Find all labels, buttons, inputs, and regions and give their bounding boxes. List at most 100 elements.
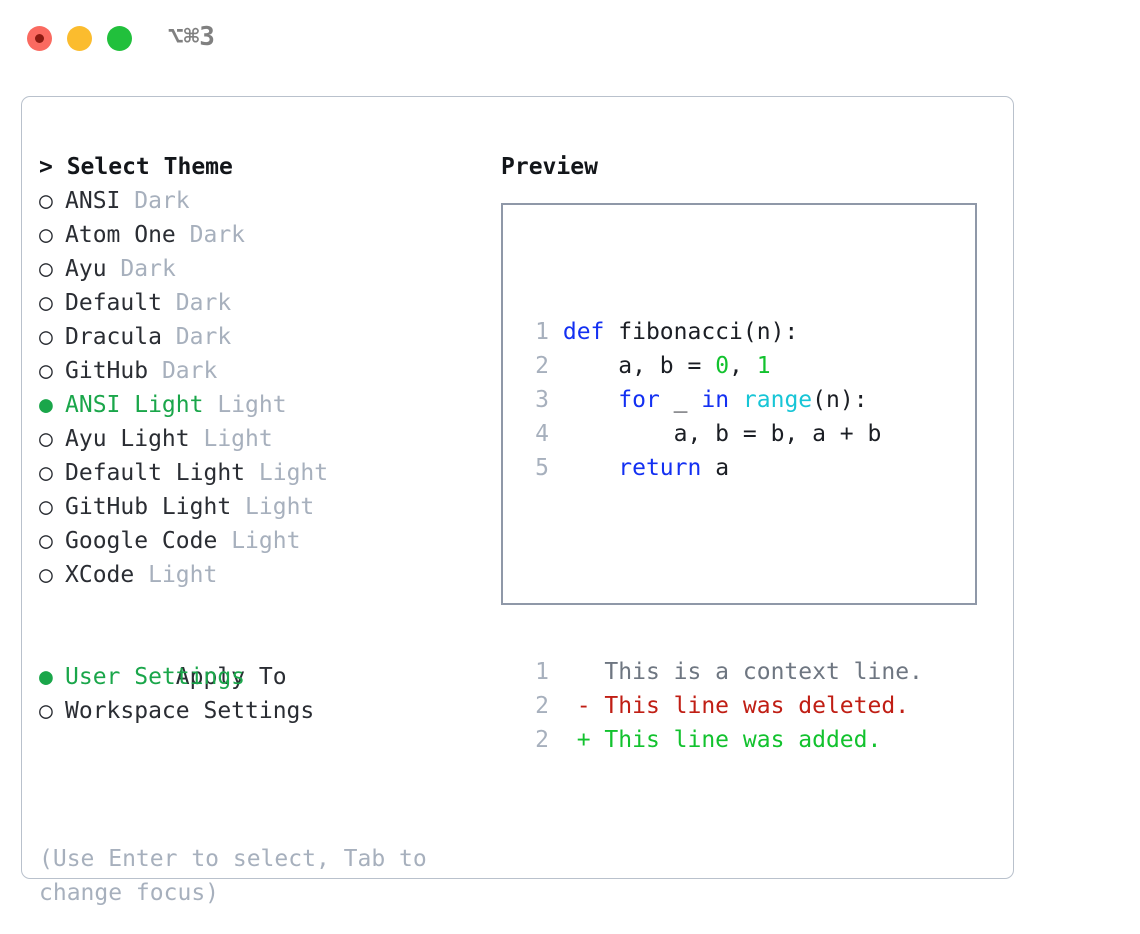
radio-unselected-icon[interactable]: ○ xyxy=(39,290,67,316)
theme-name-kind-space xyxy=(107,256,121,282)
theme-list-item[interactable]: ○ Google Code Light xyxy=(39,524,469,558)
apply-to-label: User Settings xyxy=(65,664,246,690)
diff-text: This line was deleted. xyxy=(604,693,910,719)
theme-list-item[interactable]: ○ Default Light Light xyxy=(39,456,469,490)
code-line: 1 def fibonacci(n): xyxy=(517,315,923,349)
theme-list-item[interactable]: ○ Default Dark xyxy=(39,286,469,320)
theme-name-kind-space xyxy=(245,460,259,486)
radio-unselected-icon[interactable]: ○ xyxy=(39,324,67,350)
diff-line-number: 2 xyxy=(535,727,549,753)
code-token xyxy=(729,387,743,413)
theme-list-item[interactable]: ○ Ayu Dark xyxy=(39,252,469,286)
diff-gutter-space xyxy=(549,693,577,719)
apply-to-item[interactable]: ○ Workspace Settings xyxy=(39,694,469,728)
diff-marker: + xyxy=(576,727,605,753)
apply-to-label: Workspace Settings xyxy=(65,698,315,724)
code-gutter-space xyxy=(549,455,563,481)
theme-kind-badge: Light xyxy=(203,426,273,452)
radio-unselected-icon[interactable]: ○ xyxy=(39,562,67,588)
theme-name: Ayu Light xyxy=(65,426,190,452)
radio-selected-icon[interactable]: ● xyxy=(39,664,67,690)
code-token: def xyxy=(562,319,619,345)
theme-kind-badge: Light xyxy=(231,528,301,554)
theme-name: ANSI Light xyxy=(65,392,204,418)
radio-unselected-icon[interactable]: ○ xyxy=(39,528,67,554)
theme-list-item[interactable]: ○ XCode Light xyxy=(39,558,469,592)
theme-kind-badge: Dark xyxy=(120,256,176,282)
theme-list-item[interactable]: ○ ANSI Dark xyxy=(39,184,469,218)
close-window-button[interactable] xyxy=(27,26,52,51)
window-title: ⌥⌘3 xyxy=(168,22,215,52)
diff-line: 1 This is a context line. xyxy=(517,655,923,689)
theme-list-item[interactable]: ○ Ayu Light Light xyxy=(39,422,469,456)
code-token: (n): xyxy=(812,387,868,413)
theme-name: XCode xyxy=(65,562,135,588)
radio-unselected-icon[interactable]: ○ xyxy=(39,222,67,248)
diff-sample: 1 This is a context line.2 - This line w… xyxy=(517,655,923,757)
theme-kind-badge: Dark xyxy=(161,358,218,384)
theme-name-kind-space xyxy=(134,562,148,588)
code-line-number: 1 xyxy=(535,319,549,345)
radio-unselected-icon[interactable]: ○ xyxy=(39,698,67,724)
code-token: return xyxy=(618,455,702,481)
code-token: , xyxy=(729,353,757,379)
theme-picker: > Select Theme ○ ANSI Dark○ Atom One Dar… xyxy=(39,150,469,728)
code-gutter-space xyxy=(549,421,563,447)
code-token: range xyxy=(742,387,813,413)
theme-name: GitHub xyxy=(65,358,149,384)
theme-kind-badge: Dark xyxy=(134,188,190,214)
code-token: in xyxy=(701,387,730,413)
radio-unselected-icon[interactable]: ○ xyxy=(39,358,67,384)
apply-to-item[interactable]: ● User Settings xyxy=(39,660,469,694)
theme-kind-badge: Dark xyxy=(175,290,232,316)
diff-line-number: 1 xyxy=(535,659,549,685)
radio-unselected-icon[interactable]: ○ xyxy=(39,256,67,282)
theme-name-kind-space xyxy=(162,290,176,316)
diff-line: 2 - This line was deleted. xyxy=(517,689,923,723)
theme-list-item[interactable]: ○ GitHub Dark xyxy=(39,354,469,388)
minimize-window-button[interactable] xyxy=(67,26,92,51)
radio-unselected-icon[interactable]: ○ xyxy=(39,188,67,214)
theme-kind-badge: Light xyxy=(258,460,329,486)
theme-kind-badge: Light xyxy=(148,562,218,588)
code-line-number: 5 xyxy=(535,455,549,481)
code-token: 1 xyxy=(756,353,771,379)
theme-list-item[interactable]: ● ANSI Light Light xyxy=(39,388,469,422)
radio-unselected-icon[interactable]: ○ xyxy=(39,494,67,520)
theme-name-kind-space xyxy=(120,188,134,214)
code-token: for xyxy=(618,387,660,413)
code-token: 0 xyxy=(715,353,730,379)
theme-name: Google Code xyxy=(65,528,218,554)
theme-name-kind-space xyxy=(231,494,245,520)
radio-unselected-icon[interactable]: ○ xyxy=(39,460,67,486)
apply-to-spacer xyxy=(39,592,469,626)
code-line: 3 for _ in range(n): xyxy=(517,383,923,417)
diff-marker: - xyxy=(576,693,605,719)
maximize-window-button[interactable] xyxy=(107,26,132,51)
diff-gutter-space xyxy=(549,659,577,685)
theme-name: Default Light xyxy=(65,460,246,486)
code-token: a, b = b, a + b xyxy=(562,421,882,447)
main-panel: > Select Theme ○ ANSI Dark○ Atom One Dar… xyxy=(21,96,1014,906)
theme-kind-badge: Dark xyxy=(189,222,246,248)
code-gutter-space xyxy=(549,353,563,379)
apply-to-heading-label: Apply To xyxy=(175,664,287,690)
theme-list: ○ ANSI Dark○ Atom One Dark○ Ayu Dark○ De… xyxy=(39,184,469,592)
diff-line-number: 2 xyxy=(535,693,549,719)
radio-selected-icon[interactable]: ● xyxy=(39,392,67,418)
theme-name: Default xyxy=(65,290,162,316)
diff-text: This is a context line. xyxy=(604,659,923,685)
theme-name-kind-space xyxy=(176,222,190,248)
theme-name: Dracula xyxy=(65,324,162,350)
theme-kind-badge: Light xyxy=(217,392,287,418)
theme-list-item[interactable]: ○ GitHub Light Light xyxy=(39,490,469,524)
theme-list-item[interactable]: ○ Dracula Dark xyxy=(39,320,469,354)
radio-unselected-icon[interactable]: ○ xyxy=(39,426,67,452)
code-line: 4 a, b = b, a + b xyxy=(517,417,923,451)
theme-name: GitHub Light xyxy=(65,494,232,520)
theme-name-kind-space xyxy=(190,426,204,452)
title-bar: ⌥⌘3 xyxy=(0,0,1140,78)
theme-list-item[interactable]: ○ Atom One Dark xyxy=(39,218,469,252)
